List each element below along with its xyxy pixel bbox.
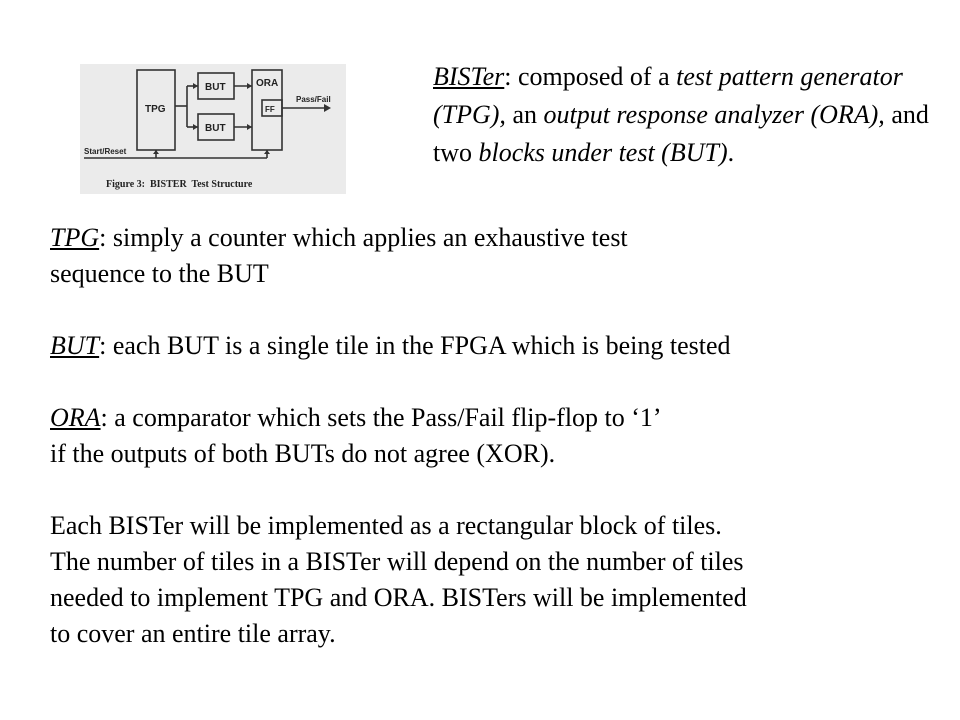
tpg-line-2: sequence to the BUT (50, 259, 269, 288)
bister-diagram: TPG BUT BUT ORA FF Pass/Fail Start/Reset… (84, 69, 331, 190)
ora-line-2: if the outputs of both BUTs do not agree… (50, 439, 556, 468)
but-text: : each BUT is a single tile in the FPGA … (99, 331, 731, 360)
bister-text-2: an (505, 100, 544, 129)
implementation-line-4: to cover an entire tile array. (50, 619, 336, 648)
bister-term: BISTer (433, 62, 505, 91)
ora-label: ORA (256, 78, 278, 89)
bister-figure: TPG BUT BUT ORA FF Pass/Fail Start/Reset… (80, 64, 346, 194)
implementation-line-2: The number of tiles in a BISTer will dep… (50, 547, 744, 576)
ora-line-1: : a comparator which sets the Pass/Fail … (100, 403, 662, 432)
bister-text-3: and two (433, 100, 929, 167)
tpg-term: TPG (50, 223, 100, 252)
pass-fail-label: Pass/Fail (296, 95, 331, 104)
tpg-definition: TPG: simply a counter which applies an e… (50, 220, 930, 292)
bister-text-4: . (727, 138, 735, 167)
bister-text-1: : composed of a (504, 62, 677, 91)
but-term: BUT (50, 331, 100, 360)
ora-term: ORA (50, 403, 101, 432)
but-bottom-label: BUT (205, 123, 226, 134)
figure-caption: Figure 3: BISTER Test Structure (106, 179, 253, 190)
ora-definition: ORA: a comparator which sets the Pass/Fa… (50, 400, 930, 472)
implementation-line-3: needed to implement TPG and ORA. BISTers… (50, 583, 747, 612)
but-top-label: BUT (205, 82, 226, 93)
ff-label: FF (265, 105, 275, 114)
implementation-paragraph: Each BISTer will be implemented as a rec… (50, 508, 930, 652)
tpg-label: TPG (145, 104, 166, 115)
ora-phrase: output response analyzer (ORA), (543, 100, 885, 129)
tpg-line-1: : simply a counter which applies an exha… (99, 223, 628, 252)
but-phrase: blocks under test (BUT) (478, 138, 728, 167)
body-text: TPG: simply a counter which applies an e… (50, 220, 930, 652)
tpg-phrase: test pattern generator (TPG), (433, 62, 903, 129)
start-reset-label: Start/Reset (84, 147, 127, 156)
implementation-line-1: Each BISTer will be implemented as a rec… (50, 511, 722, 540)
bister-definition: BISTer: composed of a test pattern gener… (433, 58, 943, 172)
but-definition: BUT: each BUT is a single tile in the FP… (50, 328, 930, 364)
